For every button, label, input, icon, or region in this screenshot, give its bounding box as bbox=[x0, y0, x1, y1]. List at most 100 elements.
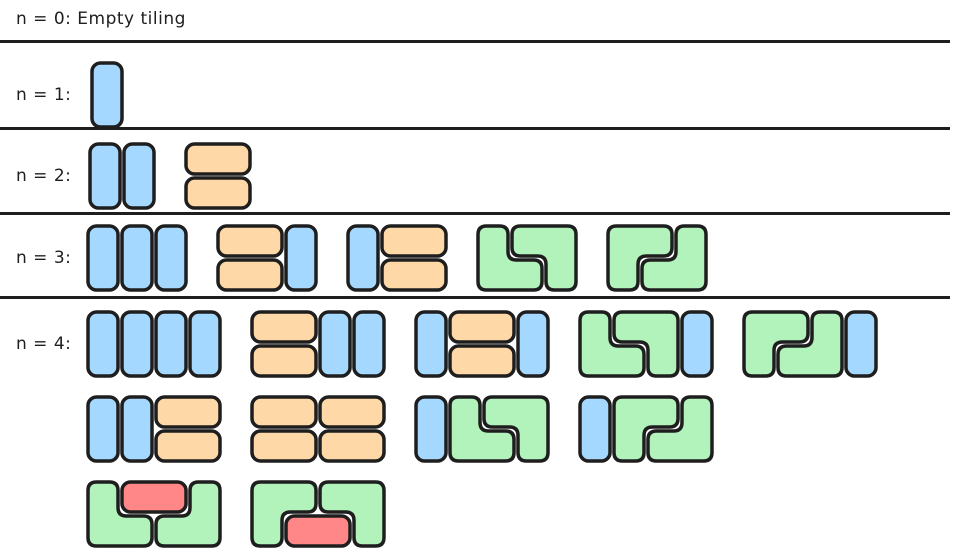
tiling bbox=[250, 395, 386, 463]
tiling-drawing bbox=[86, 310, 222, 378]
tile-piece-gamma-green bbox=[612, 395, 680, 463]
tile-piece-H-orange bbox=[448, 344, 516, 378]
tile-piece-V-blue bbox=[122, 142, 156, 210]
tiling bbox=[414, 310, 550, 378]
tile-piece-H-red bbox=[284, 514, 352, 548]
tile-piece-V-blue bbox=[284, 224, 318, 292]
tile-piece-H-orange bbox=[318, 395, 386, 429]
tiling-line bbox=[86, 480, 876, 548]
tile-piece-V-blue bbox=[88, 142, 122, 210]
tile-piece-V-blue bbox=[154, 224, 188, 292]
tile-piece-H-red bbox=[120, 480, 188, 514]
tiling-line bbox=[86, 395, 876, 463]
tile-piece-H-orange bbox=[380, 258, 448, 292]
tiling-drawing bbox=[90, 61, 124, 129]
tile-piece-V-blue bbox=[346, 224, 380, 292]
tile-piece-H-orange bbox=[154, 395, 222, 429]
tile-piece-L-green bbox=[86, 480, 154, 548]
tile-piece-V-blue bbox=[86, 395, 120, 463]
tile-piece-V-blue bbox=[414, 395, 448, 463]
tile-piece-gamma-green bbox=[742, 310, 810, 378]
tile-piece-H-orange bbox=[380, 224, 448, 258]
tile-piece-V-blue bbox=[90, 61, 124, 129]
tile-piece-H-orange bbox=[250, 429, 318, 463]
row-n3-label: n = 3: bbox=[16, 248, 72, 268]
tile-piece-V-blue bbox=[516, 310, 550, 378]
tiling-drawing bbox=[606, 224, 708, 292]
tiling bbox=[88, 142, 156, 210]
tiling bbox=[346, 224, 448, 292]
tile-piece-L-green bbox=[578, 310, 646, 378]
row-n2-tilings bbox=[88, 142, 252, 210]
tiling-drawing bbox=[250, 480, 386, 548]
tiling bbox=[578, 395, 714, 463]
tiling-drawing bbox=[184, 142, 252, 210]
row-n0-label: n = 0: Empty tiling bbox=[16, 9, 186, 29]
tiling bbox=[250, 480, 386, 548]
row-n2: n = 2: bbox=[0, 130, 950, 215]
tiling-drawing bbox=[476, 224, 578, 292]
tile-piece-seven-green bbox=[482, 395, 550, 463]
tile-piece-H-orange bbox=[250, 395, 318, 429]
tile-piece-V-blue bbox=[154, 310, 188, 378]
tiling bbox=[578, 310, 714, 378]
tiling bbox=[216, 224, 318, 292]
tile-piece-V-blue bbox=[86, 224, 120, 292]
tiling bbox=[184, 142, 252, 210]
row-n3: n = 3: bbox=[0, 215, 950, 299]
tile-piece-seven-green bbox=[612, 310, 680, 378]
tile-piece-H-orange bbox=[250, 344, 318, 378]
tiling bbox=[250, 310, 386, 378]
tiling-drawing bbox=[88, 142, 156, 210]
row-n1-label: n = 1: bbox=[16, 85, 72, 105]
row-n4: n = 4: bbox=[0, 299, 950, 556]
tile-piece-seven-green bbox=[510, 224, 578, 292]
row-n3-tilings bbox=[86, 224, 708, 292]
tile-piece-jay-green bbox=[646, 395, 714, 463]
row-n1-tilings bbox=[90, 61, 124, 129]
tiling-drawing bbox=[250, 310, 386, 378]
tile-piece-V-blue bbox=[578, 395, 612, 463]
tile-piece-H-orange bbox=[216, 224, 284, 258]
tile-piece-H-orange bbox=[184, 176, 252, 210]
tiling-line bbox=[90, 61, 124, 129]
tile-piece-gamma-green bbox=[250, 480, 318, 548]
tile-piece-H-orange bbox=[184, 142, 252, 176]
row-n2-label: n = 2: bbox=[16, 166, 72, 186]
tiling-drawing bbox=[86, 224, 188, 292]
tiling bbox=[86, 310, 222, 378]
tiling-drawing bbox=[346, 224, 448, 292]
tile-piece-L-green bbox=[476, 224, 544, 292]
tile-piece-H-orange bbox=[318, 429, 386, 463]
tiling-drawing bbox=[216, 224, 318, 292]
tile-piece-H-orange bbox=[448, 310, 516, 344]
tile-piece-V-blue bbox=[86, 310, 120, 378]
row-n4-label: n = 4: bbox=[16, 334, 72, 354]
tiling bbox=[606, 224, 708, 292]
tiling-drawing bbox=[578, 395, 714, 463]
tiling-drawing bbox=[742, 310, 878, 378]
tiling-drawing bbox=[250, 395, 386, 463]
tiling bbox=[86, 395, 222, 463]
tile-piece-V-blue bbox=[318, 310, 352, 378]
tiling bbox=[742, 310, 878, 378]
tiling bbox=[90, 61, 124, 129]
tile-piece-V-blue bbox=[188, 310, 222, 378]
tiling-drawing bbox=[414, 395, 550, 463]
tiling-drawing bbox=[578, 310, 714, 378]
tile-piece-V-blue bbox=[352, 310, 386, 378]
tile-piece-V-blue bbox=[680, 310, 714, 378]
tile-piece-H-orange bbox=[216, 258, 284, 292]
tiling-drawing bbox=[86, 480, 222, 548]
tile-piece-V-blue bbox=[120, 310, 154, 378]
row-n1: n = 1: bbox=[0, 43, 950, 130]
tile-piece-jay-green bbox=[640, 224, 708, 292]
tile-piece-jay-green bbox=[776, 310, 844, 378]
tiling-drawing bbox=[86, 395, 222, 463]
tile-piece-L-green bbox=[448, 395, 516, 463]
tiling-drawing bbox=[414, 310, 550, 378]
tiling bbox=[86, 480, 222, 548]
tile-piece-V-blue bbox=[120, 224, 154, 292]
row-n4-tilings bbox=[86, 310, 878, 548]
